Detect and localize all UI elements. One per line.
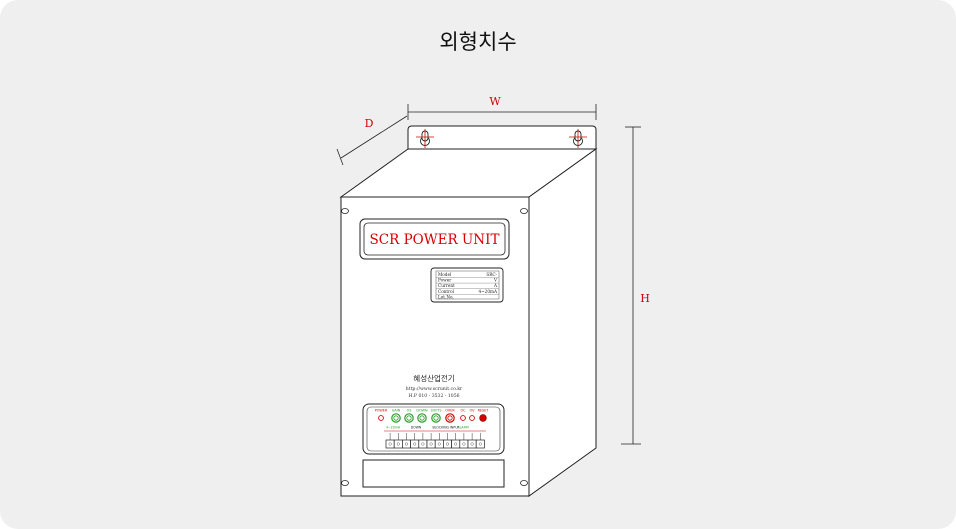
indicator-label: OVER — [445, 409, 455, 413]
nameplate-row: Control 4~20mA — [436, 289, 499, 295]
nameplate-label: Current — [438, 283, 455, 288]
product-name: SCR POWER UNIT — [370, 232, 500, 248]
dimension-d-label: D — [365, 117, 374, 130]
mounting-hole-right — [569, 129, 587, 148]
corner-screws — [341, 208, 528, 486]
terminal-slot — [475, 433, 485, 449]
indicator-lamp: OVER — [445, 409, 455, 423]
nameplate-label: Power — [438, 278, 451, 283]
indicator-label: SOFTS — [431, 409, 442, 413]
dimension-h-label: H — [640, 292, 650, 305]
indicator-lamp: DOWN — [416, 409, 428, 423]
dimension-w-label: W — [489, 95, 501, 108]
dimension-d: D — [336, 115, 408, 166]
bottom-window — [362, 459, 505, 488]
nameplate-label: Lot.No. — [438, 294, 454, 299]
maker-phone: H.P 010 - 3532 - 1056 — [408, 393, 459, 399]
maker-info: 혜성산업전기 http://www.scrunit.co.kr H.P 010 … — [406, 373, 463, 399]
nameplate-value: A — [493, 283, 498, 288]
indicator-label: OV — [470, 409, 476, 413]
nameplate-value: 4~20mA — [479, 289, 498, 294]
terminal-group-label: DOWN — [411, 426, 422, 430]
indicator-label: POWER — [375, 409, 388, 413]
nameplate-label: Model — [438, 272, 452, 277]
indicator-lamp: GAIN — [391, 409, 401, 423]
nameplate-row: Lot.No. — [438, 294, 454, 299]
indicator-label: DOWN — [416, 409, 428, 413]
terminal-slot — [451, 433, 461, 449]
mounting-hole-left — [416, 129, 434, 148]
indicator-label: RESET — [478, 409, 490, 413]
indicator-lamp: OV — [469, 409, 476, 421]
nameplate: Model SRC- Power V Current A Control 4~20mA Lot.… — [430, 267, 504, 303]
page-title: 외형치수 — [439, 30, 517, 54]
title-plate: SCR POWER UNIT — [359, 218, 510, 260]
terminal-group-label: BLOCKING INPUT — [432, 426, 459, 430]
indicator-lamp: SOFTS — [431, 409, 442, 423]
dimension-h: H — [621, 126, 650, 445]
indicator-lamp: POWER — [375, 409, 388, 421]
maker-name: 혜성산업전기 — [413, 373, 454, 383]
indicator-lamp: RESET — [478, 409, 490, 422]
nameplate-label: Control — [438, 289, 455, 294]
indicator-lamp: OS — [404, 409, 414, 423]
indicator-label: OC — [460, 409, 466, 413]
nameplate-value: V — [493, 278, 498, 283]
terminal-group-label: 4~20mA — [386, 426, 401, 430]
nameplate-row: Power V — [436, 278, 499, 284]
dimension-w: W — [407, 95, 597, 120]
maker-website: http://www.scrunit.co.kr — [406, 386, 463, 392]
indicator-label: GAIN — [392, 409, 401, 413]
terminal-group-label: ALARM — [457, 426, 468, 430]
indicator-label: OS — [407, 409, 412, 413]
nameplate-row: Current A — [436, 283, 499, 289]
indicator-lamp: OC — [460, 409, 466, 421]
nameplate-row: Model SRC- — [436, 272, 499, 278]
nameplate-value: SRC- — [486, 272, 497, 277]
